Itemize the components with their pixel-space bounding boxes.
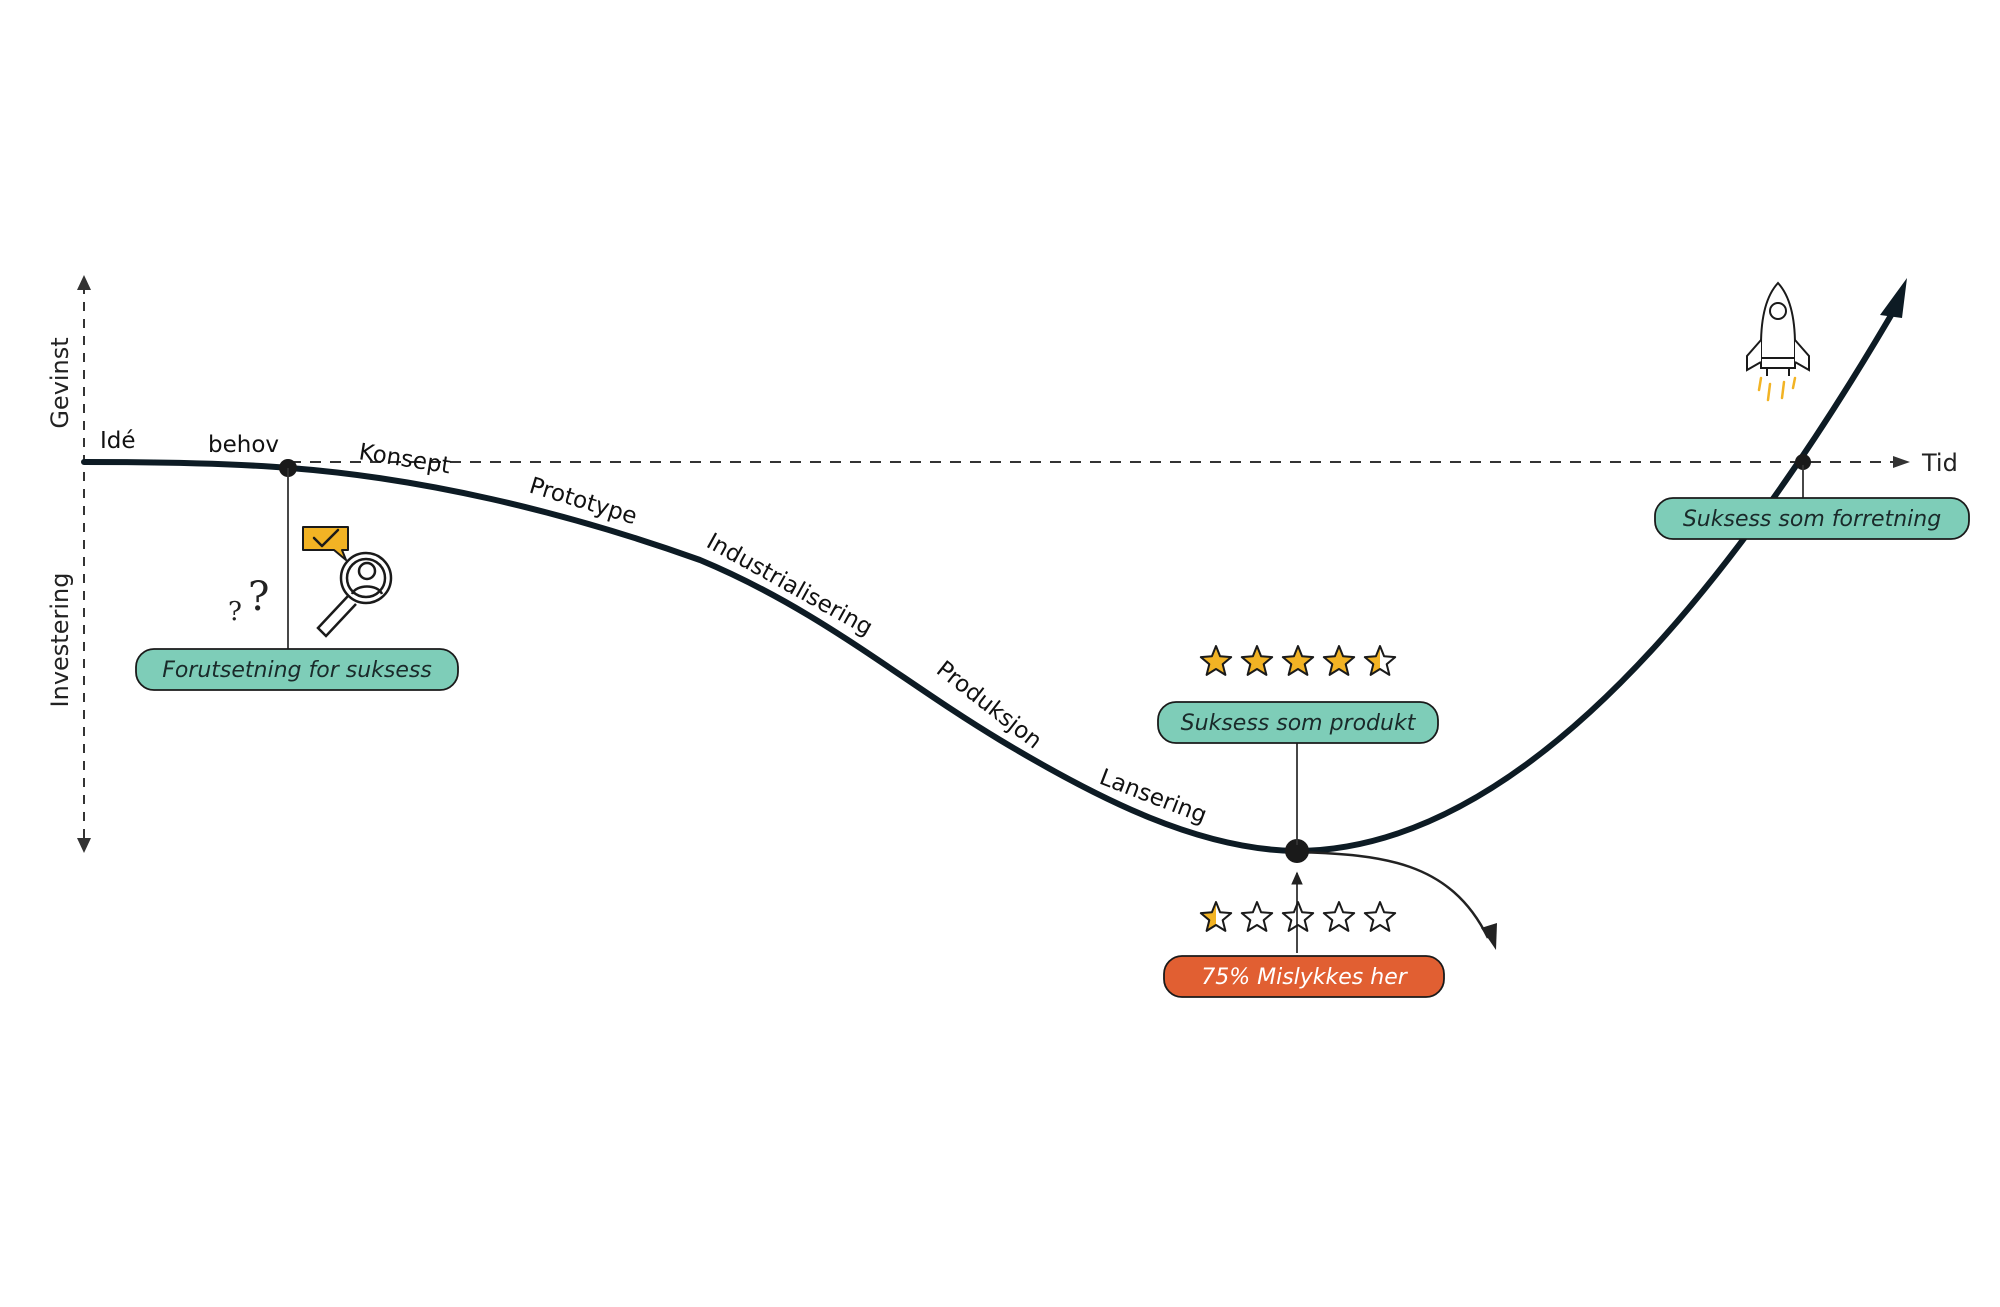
success-star-icon — [1363, 645, 1397, 676]
failure-branch-arrow — [1299, 850, 1490, 939]
development-curve — [84, 300, 1900, 851]
y-axis-top-label: Gevinst — [46, 337, 74, 428]
success-star-rating — [1199, 645, 1397, 676]
stage-label-konsept: Konsept — [357, 439, 452, 479]
business-success-callout-text: Suksess som forretning — [1683, 507, 1941, 532]
x-axis — [290, 456, 1910, 468]
y-axis-bottom-label: Investering — [46, 573, 74, 708]
svg-text:?: ? — [248, 574, 269, 620]
rocket-icon — [1746, 281, 1810, 376]
failure-star-icon — [1199, 901, 1233, 932]
failure-star-icon — [1322, 901, 1356, 932]
y-axis — [77, 275, 91, 853]
failure-star-icon — [1363, 901, 1397, 932]
stage-label-ide: Idé — [100, 428, 136, 454]
success-star-icon — [1240, 645, 1274, 676]
failure-star-icon — [1240, 901, 1274, 932]
stage-label-industrialisering: Industrialisering — [702, 529, 877, 642]
question-marks-icon: ? ? — [228, 574, 269, 627]
svg-text:?: ? — [228, 597, 242, 627]
failure-star-rating — [1199, 901, 1397, 932]
x-axis-label: Tid — [1921, 449, 1958, 477]
success-star-icon — [1199, 645, 1233, 676]
failure-branch-arrowhead — [1481, 923, 1497, 950]
product-success-callout: Suksess som produkt — [1157, 701, 1439, 744]
product-success-callout-text: Suksess som produkt — [1181, 711, 1417, 736]
business-success-callout: Suksess som forretning — [1654, 497, 1970, 540]
success-star-icon — [1322, 645, 1356, 676]
stage-label-behov: behov — [208, 432, 279, 458]
valley-point — [1285, 839, 1309, 863]
failure-star-icon — [1281, 901, 1315, 932]
breakeven-point — [1795, 454, 1811, 470]
checkmark-bubble-icon — [302, 526, 349, 561]
failure-callout-text: 75% Mislykkes her — [1201, 965, 1409, 990]
prerequisite-callout-text: Forutsetning for suksess — [162, 658, 432, 683]
curve-arrowhead — [1880, 278, 1907, 318]
rocket-flame — [1757, 376, 1797, 402]
magnifier-person-icon — [316, 551, 393, 638]
failure-callout: 75% Mislykkes her — [1163, 955, 1445, 998]
prerequisite-callout: Forutsetning for suksess — [135, 648, 459, 691]
success-star-icon — [1281, 645, 1315, 676]
